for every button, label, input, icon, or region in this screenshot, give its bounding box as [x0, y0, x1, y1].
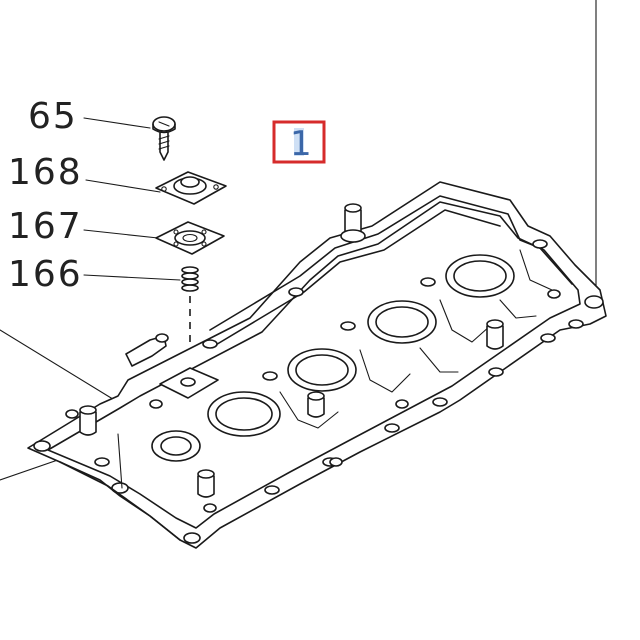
part-label-168[interactable]: 168	[8, 152, 83, 193]
part-label-167[interactable]: 167	[8, 206, 83, 247]
callout-1[interactable]: 1	[272, 120, 326, 164]
leader-lines	[0, 0, 597, 481]
washer-167	[155, 221, 225, 255]
screw-65	[152, 116, 176, 161]
part-label-65[interactable]: 65	[28, 96, 78, 137]
spring-166	[181, 266, 199, 292]
part-label-166[interactable]: 166	[8, 254, 83, 295]
callout-1-selection	[294, 128, 304, 156]
callout-1-border	[272, 120, 326, 164]
bolt-set	[79, 203, 504, 498]
callout-1-text: 1	[290, 124, 312, 164]
grommet-168	[155, 171, 227, 205]
valve-cover-1	[27, 181, 607, 549]
flange-holes	[33, 239, 604, 544]
